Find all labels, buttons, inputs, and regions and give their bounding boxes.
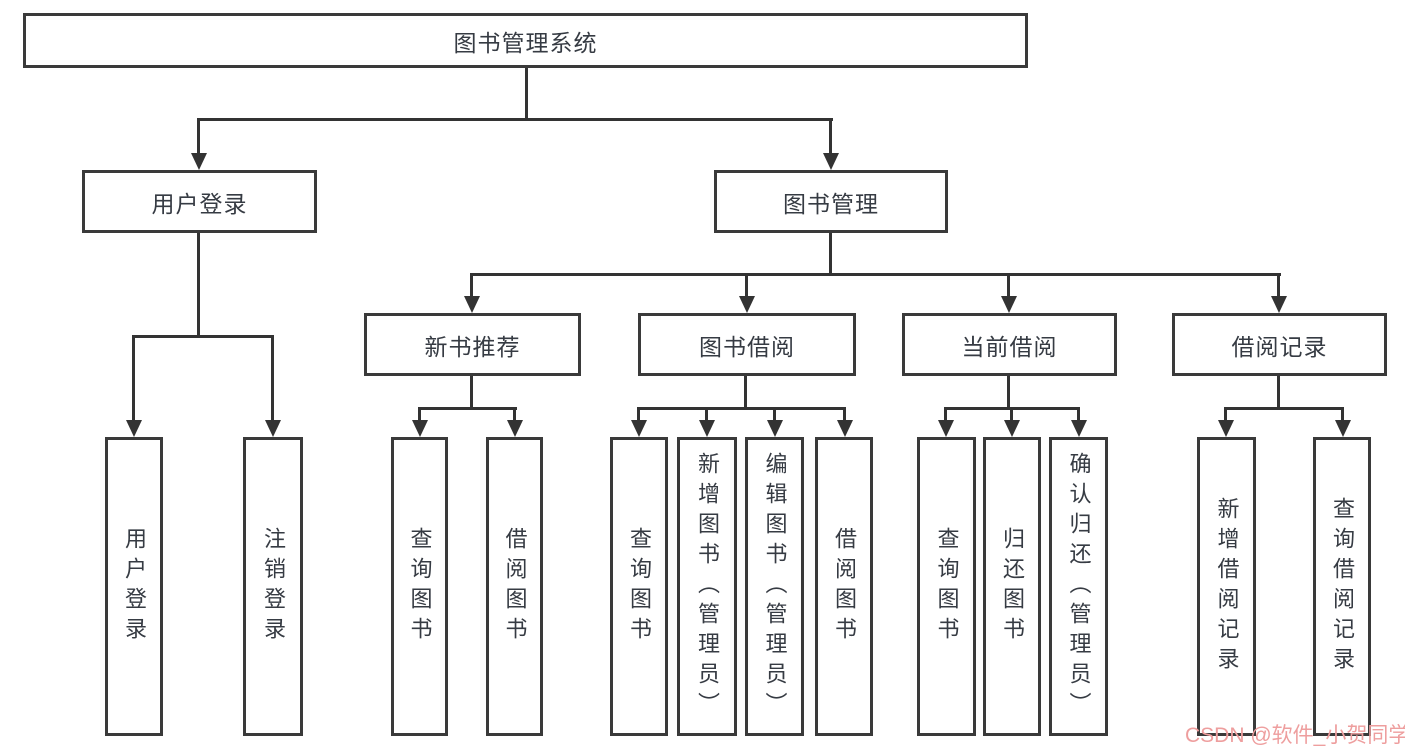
connector-line bbox=[197, 233, 200, 335]
leaf-borrow-books: 借阅图书 bbox=[815, 437, 873, 736]
node-borrowing-records: 借阅记录 bbox=[1172, 313, 1387, 376]
node-book-management: 图书管理 bbox=[714, 170, 948, 233]
connector-line bbox=[418, 407, 421, 421]
connector-line bbox=[637, 407, 640, 421]
leaf-label: 查询借阅记录 bbox=[1330, 496, 1355, 677]
arrow-down-icon bbox=[823, 153, 839, 170]
leaf-label: 新增图书（管理员） bbox=[695, 451, 720, 722]
connector-line bbox=[470, 273, 1281, 276]
arrow-down-icon bbox=[191, 153, 207, 170]
connector-line bbox=[1224, 407, 1344, 410]
connector-line bbox=[1277, 273, 1280, 297]
arrow-down-icon bbox=[1335, 420, 1351, 437]
node-library-management-system: 图书管理系统 bbox=[23, 13, 1028, 68]
leaf-label: 用户登录 bbox=[122, 526, 147, 647]
connector-line bbox=[525, 68, 528, 118]
connector-line bbox=[1224, 407, 1227, 421]
connector-line bbox=[773, 407, 776, 421]
node-label: 新书推荐 bbox=[424, 333, 521, 360]
node-new-book-recommend: 新书推荐 bbox=[364, 313, 581, 376]
connector-line bbox=[705, 407, 708, 421]
connector-line bbox=[470, 376, 473, 407]
leaf-label: 编辑图书（管理员） bbox=[762, 451, 788, 722]
node-label: 图书管理 bbox=[783, 190, 879, 217]
connector-line bbox=[197, 118, 200, 154]
leaf-label: 借阅图书 bbox=[502, 526, 528, 647]
arrow-down-icon bbox=[265, 420, 281, 437]
leaf-label: 借阅图书 bbox=[832, 526, 857, 647]
connector-line bbox=[271, 335, 274, 421]
connector-line bbox=[745, 273, 748, 297]
leaf-query-books-borrowing: 查询图书 bbox=[610, 437, 668, 736]
leaf-label: 新增借阅记录 bbox=[1214, 496, 1240, 677]
arrow-down-icon bbox=[837, 420, 853, 437]
connector-line bbox=[1077, 407, 1080, 421]
connector-line bbox=[1007, 376, 1010, 407]
leaf-label: 注销登录 bbox=[261, 526, 286, 647]
arrow-down-icon bbox=[464, 296, 480, 313]
node-label: 借阅记录 bbox=[1231, 333, 1328, 360]
connector-line bbox=[829, 118, 832, 154]
leaf-add-borrow-record: 新增借阅记录 bbox=[1197, 437, 1256, 736]
arrow-down-icon bbox=[767, 420, 783, 437]
leaf-user-login: 用户登录 bbox=[105, 437, 163, 736]
csdn-watermark: CSDN @软件_小贺同学 bbox=[1185, 724, 1405, 747]
node-user-login: 用户登录 bbox=[82, 170, 317, 233]
node-label: 用户登录 bbox=[151, 190, 248, 217]
leaf-confirm-return-admin: 确认归还（管理员） bbox=[1049, 437, 1108, 736]
arrow-down-icon bbox=[1071, 420, 1087, 437]
arrow-down-icon bbox=[1001, 296, 1017, 313]
connector-line bbox=[470, 273, 473, 297]
arrow-down-icon bbox=[631, 420, 647, 437]
connector-line bbox=[132, 335, 135, 421]
arrow-down-icon bbox=[126, 420, 142, 437]
node-label: 图书借阅 bbox=[699, 333, 795, 360]
leaf-logout: 注销登录 bbox=[243, 437, 303, 736]
connector-line bbox=[1341, 407, 1344, 421]
connector-line bbox=[1007, 273, 1010, 297]
leaf-query-borrow-record: 查询借阅记录 bbox=[1313, 437, 1371, 736]
leaf-edit-books-admin: 编辑图书（管理员） bbox=[745, 437, 804, 736]
arrow-down-icon bbox=[1218, 420, 1234, 437]
leaf-query-books-current: 查询图书 bbox=[917, 437, 976, 736]
connector-line bbox=[513, 407, 516, 421]
connector-line bbox=[637, 407, 846, 410]
connector-line bbox=[829, 233, 832, 273]
node-label: 图书管理系统 bbox=[453, 29, 598, 56]
leaf-label: 查询图书 bbox=[407, 526, 433, 647]
connector-line bbox=[197, 118, 833, 121]
arrow-down-icon bbox=[739, 296, 755, 313]
arrow-down-icon bbox=[699, 420, 715, 437]
leaf-add-books-admin: 新增图书（管理员） bbox=[677, 437, 737, 736]
node-current-borrowing: 当前借阅 bbox=[902, 313, 1117, 376]
connector-line bbox=[843, 407, 846, 421]
arrow-down-icon bbox=[412, 420, 428, 437]
arrow-down-icon bbox=[1004, 420, 1020, 437]
arrow-down-icon bbox=[507, 420, 523, 437]
connector-line bbox=[1277, 376, 1280, 407]
connector-line bbox=[944, 407, 947, 421]
arrow-down-icon bbox=[1271, 296, 1287, 313]
leaf-label: 确认归还（管理员） bbox=[1066, 451, 1092, 722]
node-label: 当前借阅 bbox=[961, 333, 1058, 360]
arrow-down-icon bbox=[938, 420, 954, 437]
node-book-borrowing: 图书借阅 bbox=[638, 313, 856, 376]
connector-line bbox=[744, 376, 747, 407]
connector-line bbox=[1010, 407, 1013, 421]
leaf-label: 归还图书 bbox=[1000, 526, 1025, 647]
leaf-query-books-recommend: 查询图书 bbox=[391, 437, 448, 736]
leaf-borrow-books-recommend: 借阅图书 bbox=[486, 437, 543, 736]
leaf-label: 查询图书 bbox=[934, 526, 960, 647]
leaf-label: 查询图书 bbox=[627, 526, 652, 647]
connector-line bbox=[132, 335, 274, 338]
connector-line bbox=[418, 407, 517, 410]
leaf-return-books: 归还图书 bbox=[983, 437, 1041, 736]
